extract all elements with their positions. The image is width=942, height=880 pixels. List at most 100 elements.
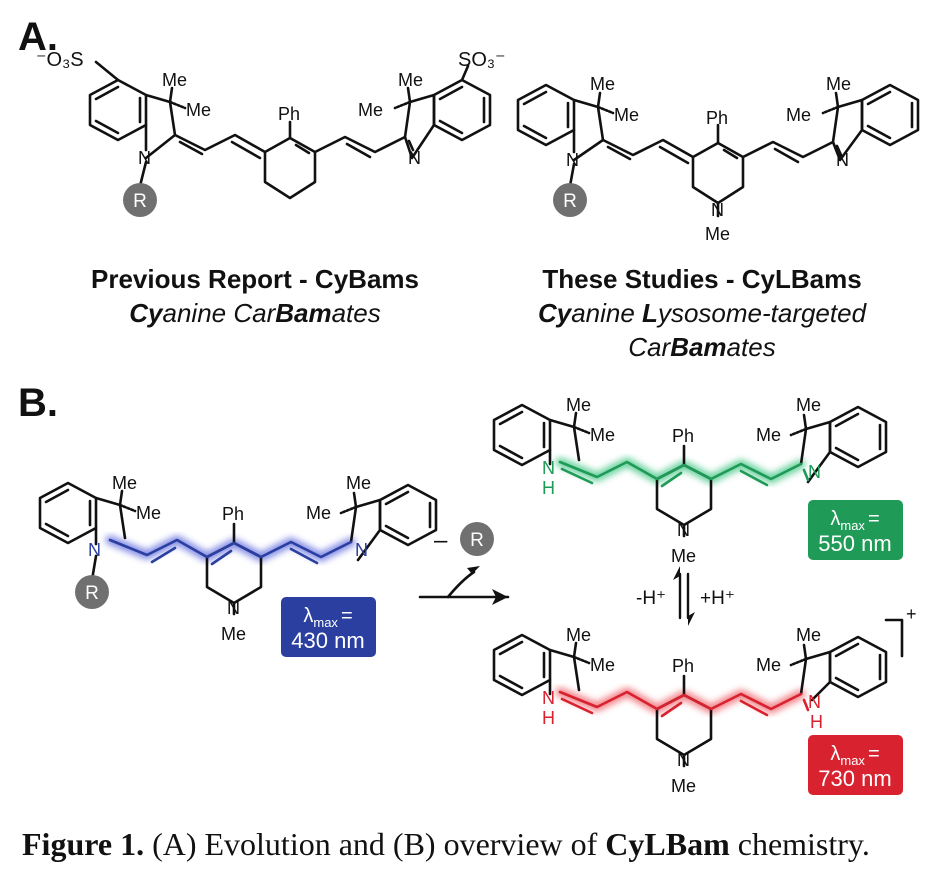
me-label: Me	[796, 625, 821, 645]
lambda-symbol: λ	[303, 605, 313, 627]
lambda-symbol: λ	[830, 743, 840, 765]
ph-label: Ph	[672, 426, 694, 446]
lambda-equals: =	[868, 743, 880, 765]
me-label: Me	[112, 473, 137, 493]
n-atom-label: N	[542, 458, 555, 478]
blue-labels: Me Me Me Me Ph N N N Me R	[75, 473, 371, 644]
lambda-equals: =	[868, 508, 880, 530]
minus-h-label: -H⁺	[636, 588, 666, 609]
ph-label: Ph	[278, 104, 300, 124]
me-label: Me	[826, 74, 851, 94]
lambda-symbol: λ	[830, 508, 840, 530]
me-label: Me	[590, 425, 615, 445]
green-labels: Me Me Me Me Ph N H N N Me	[542, 395, 821, 566]
lambda-value: 550 nm	[818, 531, 891, 556]
n-atom-label: N	[408, 148, 421, 168]
n-atom-label: N	[677, 520, 690, 540]
so3-right-label: SO₃⁻	[458, 49, 506, 71]
subtitle-part: ysosome-targeted	[656, 298, 868, 328]
arrow-head	[492, 589, 508, 605]
cylbam-subtitle-line1: Cyanine Lysosome-targeted	[538, 298, 868, 328]
subtitle-part: Car	[628, 332, 671, 362]
n-atom-label: N	[677, 750, 690, 770]
lambda-badge-550: λmax= 550 nm	[808, 500, 903, 560]
cylbam-structure	[516, 83, 920, 218]
lambda-equals: =	[341, 605, 353, 627]
curved-arrow-head	[467, 566, 480, 574]
lambda-subscript: max	[313, 615, 338, 630]
panel-b-label: B.	[18, 381, 58, 425]
lambda-value: 430 nm	[291, 628, 364, 653]
subtitle-cy: Cy	[129, 298, 164, 328]
me-label: Me	[221, 624, 246, 644]
me-label: Me	[796, 395, 821, 415]
subtitle-part: ates	[727, 332, 776, 362]
r-group-label: R	[85, 583, 99, 604]
r-group-circle	[123, 183, 157, 217]
n-atom-label: N	[542, 688, 555, 708]
ph-label: Ph	[222, 504, 244, 524]
cybam-structure	[88, 60, 492, 200]
lambda-subscript: max	[840, 753, 865, 768]
n-atom-label: N	[808, 692, 821, 712]
subtitle-part: ates	[332, 298, 381, 328]
n-atom-label: N	[808, 462, 821, 482]
cylbam-title: These Studies - CyLBams	[542, 264, 861, 294]
figure-caption: Figure 1. (A) Evolution and (B) overview…	[22, 826, 922, 863]
me-label: Me	[590, 655, 615, 675]
h-atom-label: H	[810, 712, 823, 732]
plus-h-label: +H⁺	[700, 588, 735, 609]
cybam-title: Previous Report - CyBams	[91, 264, 419, 294]
me-label: Me	[186, 100, 211, 120]
svg-text:λmax=: λmax=	[830, 743, 879, 768]
n-atom-label: N	[355, 540, 368, 560]
blue-conjugation	[108, 538, 353, 566]
equilibrium-arrow-head-down	[688, 612, 695, 626]
caption-text: (A) Evolution and (B) overview of	[144, 826, 606, 862]
svg-text:λmax=: λmax=	[830, 508, 879, 533]
so3-left-label: ⁻O₃S	[36, 49, 84, 71]
ph-label: Ph	[706, 108, 728, 128]
equilibrium-arrows	[678, 572, 690, 620]
equilibrium-arrow-head-up	[673, 566, 680, 580]
r-group-circle	[553, 183, 587, 217]
red-conjugation	[558, 690, 810, 718]
me-label: Me	[590, 74, 615, 94]
panel-a-label: A.	[18, 15, 58, 59]
n-atom-label: N	[227, 598, 240, 618]
h-atom-label: H	[542, 708, 555, 728]
me-label: Me	[306, 503, 331, 523]
me-label: Me	[566, 625, 591, 645]
me-label: Me	[136, 503, 161, 523]
cation-charge: +	[906, 604, 917, 624]
red-structure	[492, 618, 904, 768]
me-label: Me	[786, 105, 811, 125]
me-label: Me	[566, 395, 591, 415]
me-label: Me	[756, 425, 781, 445]
lambda-badge-430: λmax= 430 nm	[281, 597, 376, 657]
n-atom-label: N	[138, 148, 151, 168]
me-label: Me	[614, 105, 639, 125]
lambda-subscript: max	[840, 518, 865, 533]
cybam-labels: ⁻O₃S SO₃⁻ Me Me Me Me Ph N N R	[36, 49, 506, 217]
red-labels: Me Me Me Me Ph N H N H N Me +	[542, 604, 917, 796]
me-label: Me	[671, 776, 696, 796]
subtitle-part: anine Car	[163, 298, 277, 328]
lambda-value: 730 nm	[818, 766, 891, 791]
r-group-label: R	[470, 530, 484, 551]
lambda-badge-730: λmax= 730 nm	[808, 735, 903, 795]
me-label: Me	[358, 100, 383, 120]
cylbam-labels: Me Me Me Me Ph N N N Me R	[553, 74, 851, 244]
subtitle-bam: Bam	[670, 332, 726, 362]
n-atom-label: N	[711, 200, 724, 220]
me-label: Me	[671, 546, 696, 566]
r-group-circle	[75, 575, 109, 609]
r-group-circle	[460, 522, 494, 556]
r-group-label: R	[133, 191, 147, 212]
subtitle-l: L	[642, 298, 658, 328]
svg-text:λmax=: λmax=	[303, 605, 352, 630]
me-label: Me	[398, 70, 423, 90]
me-label: Me	[756, 655, 781, 675]
caption-bold-term: CyLBam	[605, 826, 730, 862]
